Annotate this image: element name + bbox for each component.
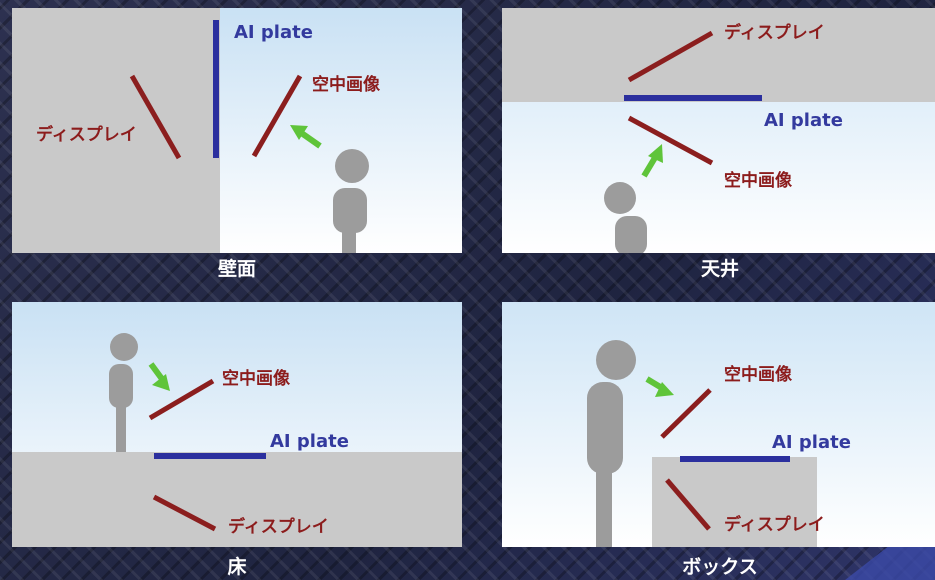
aerial-image-line (148, 378, 215, 421)
arrow-icon (645, 376, 674, 397)
aerial-image-label: 空中画像 (222, 368, 291, 389)
ceiling-surface (502, 8, 935, 102)
display-label: ディスプレイ (724, 514, 825, 535)
person-icon (109, 333, 138, 452)
aerial-image-line (660, 388, 712, 439)
wall-caption: 壁面 (217, 258, 256, 280)
aerial-image-label: 空中画像 (312, 74, 381, 95)
display-label: ディスプレイ (228, 516, 329, 537)
ai-plate-label: AI plate (270, 431, 349, 452)
box-diagram: 空中画像 AI plate ディスプレイ (502, 302, 935, 547)
floor-diagram: 空中画像 AI plate ディスプレイ (12, 302, 462, 547)
arrow-icon (641, 144, 663, 178)
display-label: ディスプレイ (36, 124, 137, 145)
display-line (152, 494, 217, 532)
display-line (627, 30, 714, 83)
person-icon (333, 149, 369, 253)
display-line (129, 74, 182, 160)
box-caption: ボックス (682, 556, 758, 578)
display-line (665, 478, 711, 531)
box-panel: 空中画像 AI plate ディスプレイ (502, 302, 935, 547)
aerial-image-label: 空中画像 (724, 170, 793, 191)
wall-diagram: AI plate 空中画像 ディスプレイ (12, 8, 462, 253)
wall-surface (12, 8, 220, 253)
box-surface (652, 457, 817, 547)
wall-panel: AI plate 空中画像 ディスプレイ (12, 8, 462, 253)
person-icon (587, 340, 636, 547)
person-icon (604, 182, 647, 253)
floor-panel: 空中画像 AI plate ディスプレイ (12, 302, 462, 547)
arrow-icon (290, 125, 322, 149)
aerial-image-line (627, 115, 714, 166)
floor-surface (12, 452, 462, 547)
ai-plate-label: AI plate (772, 432, 851, 453)
aerial-image-label: 空中画像 (724, 364, 793, 385)
ceiling-panel: ディスプレイ AI plate 空中画像 (502, 8, 935, 253)
ceiling-caption: 天井 (700, 258, 739, 280)
display-label: ディスプレイ (724, 22, 825, 43)
aerial-image-line (251, 74, 303, 158)
ai-plate-label: AI plate (764, 110, 843, 131)
arrow-icon (148, 362, 170, 391)
ai-plate-label: AI plate (234, 22, 313, 43)
ceiling-diagram: ディスプレイ AI plate 空中画像 (502, 8, 935, 253)
floor-caption: 床 (227, 556, 247, 578)
